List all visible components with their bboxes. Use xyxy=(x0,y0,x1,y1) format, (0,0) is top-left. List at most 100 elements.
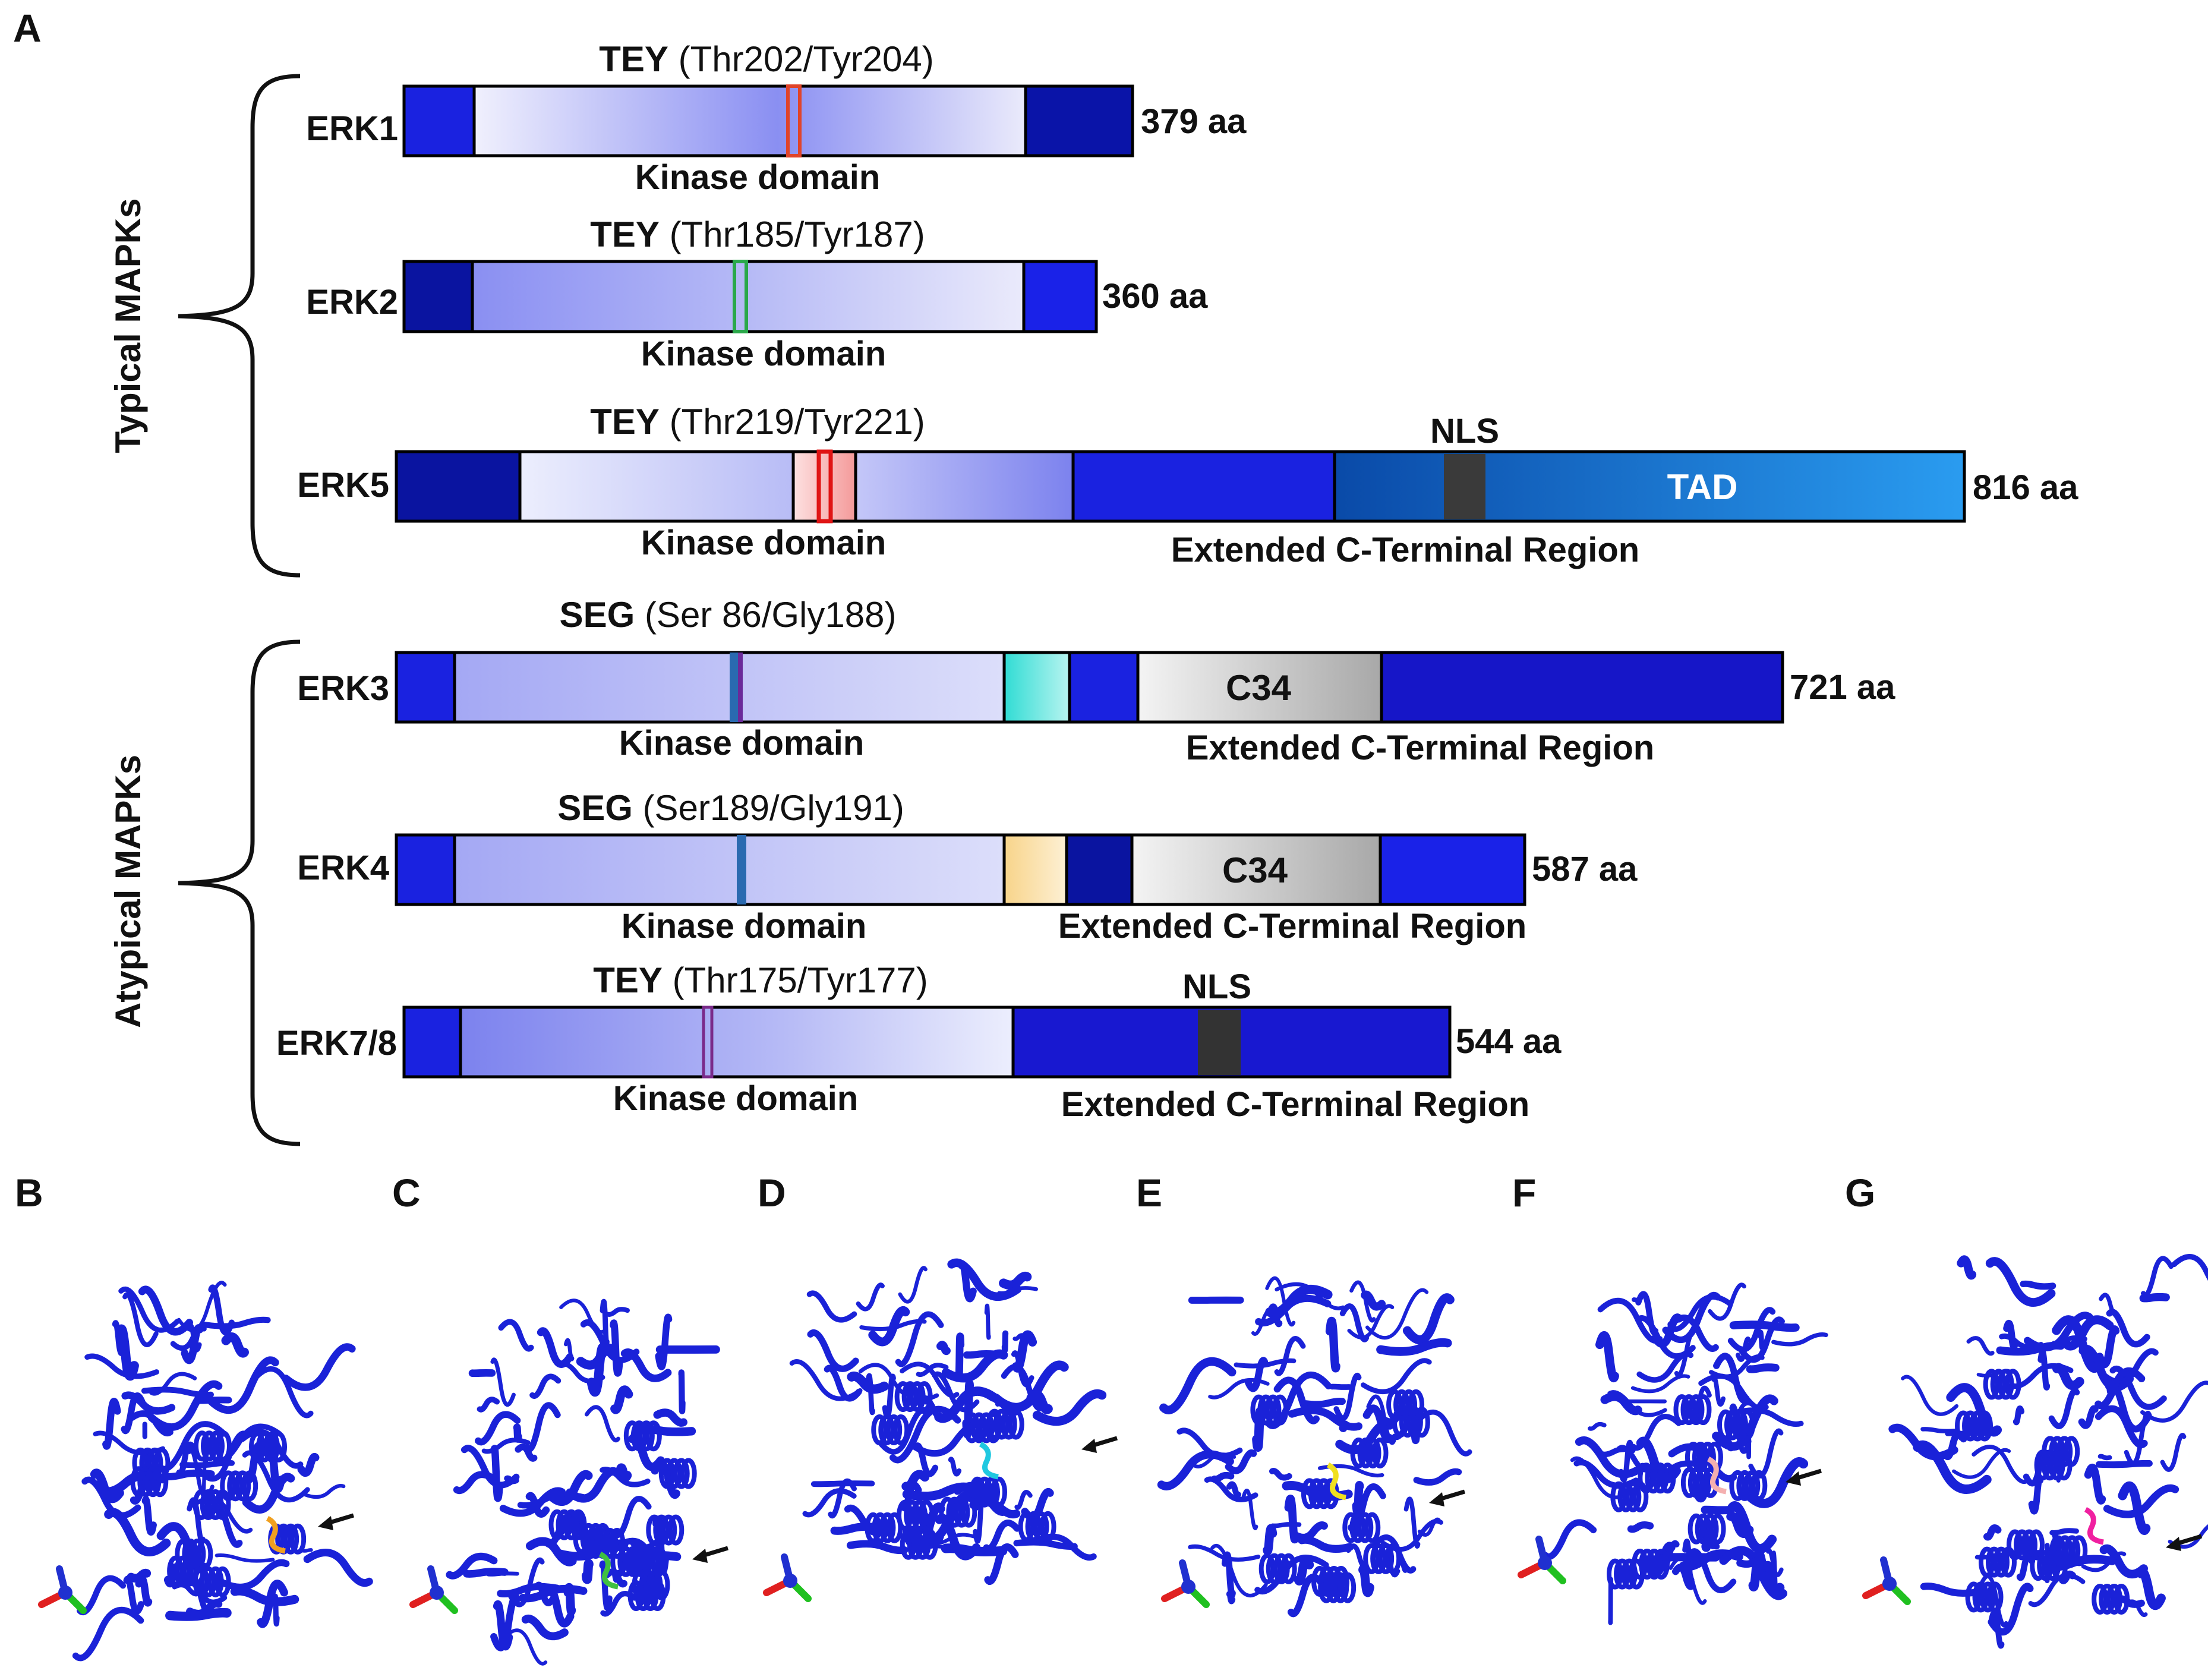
activation-loop-highlight xyxy=(266,1515,286,1554)
erk5-kinase-label: Kinase domain xyxy=(641,524,887,562)
erk78-length: 544 aa xyxy=(1456,1022,1562,1061)
axis-icon xyxy=(1518,1536,1566,1584)
erk2-motif: TEY (Thr185/Tyr187) xyxy=(590,215,925,254)
erk2-nterm xyxy=(402,260,474,333)
erk5-phospho-site xyxy=(816,449,833,524)
panel-label-c: C xyxy=(392,1171,421,1215)
erk3-domain-map: ERK3 SEG (Ser 86/Gly188) C34 721 aa Kina… xyxy=(297,595,1895,767)
panel-label-e: E xyxy=(1136,1171,1162,1215)
erk5-tad-label: TAD xyxy=(1667,467,1738,507)
erk78-name: ERK7/8 xyxy=(276,1024,397,1063)
arrow-icon xyxy=(1081,1436,1118,1453)
erk1-motif: TEY (Thr202/Tyr204) xyxy=(599,39,934,79)
erk1-nterm xyxy=(402,84,476,157)
erk4-c34 xyxy=(1130,833,1382,906)
erk78-kinase-domain xyxy=(459,1006,1015,1079)
erk3-length: 721 aa xyxy=(1790,668,1895,707)
erk78-domain-map: ERK7/8 TEY (Thr175/Tyr177) NLS 544 aa Ki… xyxy=(276,960,1562,1124)
erk1-phospho-site xyxy=(786,84,802,157)
erk4-motif: SEG (Ser189/Gly191) xyxy=(557,788,904,828)
panel-label-g: G xyxy=(1845,1171,1875,1215)
erk3-c34 xyxy=(1136,651,1383,724)
atypical-group-label: Atypical MAPKs xyxy=(108,755,148,1028)
panel-label-b: B xyxy=(15,1171,43,1215)
erk1-kinase-domain xyxy=(472,84,1027,157)
erk5-tad xyxy=(1333,450,1966,523)
erk4-phospho-site xyxy=(737,835,746,904)
ribbon-structure-icon xyxy=(446,1298,720,1666)
erk4-cterm xyxy=(1379,833,1526,906)
erk3-kinase-label: Kinase domain xyxy=(619,724,865,762)
axis-icon xyxy=(38,1565,87,1614)
arrow-icon xyxy=(692,1546,729,1563)
axis-icon xyxy=(1862,1556,1911,1605)
arrow-icon xyxy=(1429,1489,1466,1506)
erk5-activation-loop xyxy=(791,450,857,523)
erk1-length: 379 aa xyxy=(1141,102,1247,141)
arrow-icon xyxy=(1786,1468,1822,1486)
erk4-kinase-domain xyxy=(453,833,1006,906)
erk78-nls xyxy=(1198,1010,1241,1075)
erk5-kinase-part2 xyxy=(854,450,1075,523)
erk3-phospho-site-b xyxy=(738,653,743,722)
erk3-c34-label: C34 xyxy=(1226,668,1292,708)
erk5-cterm-region xyxy=(1071,450,1336,523)
erk5-nterm xyxy=(395,450,522,523)
erk3-cterm xyxy=(1380,651,1784,724)
activation-loop-highlight xyxy=(1326,1462,1346,1501)
erk3-region-label: Extended C-Terminal Region xyxy=(1186,729,1654,767)
erk1-cterm xyxy=(1024,84,1134,157)
erk5-kinase-part1 xyxy=(518,450,795,523)
erk4-name: ERK4 xyxy=(297,849,389,887)
erk2-kinase-label: Kinase domain xyxy=(641,335,887,373)
ribbon-structure-icon xyxy=(1888,1254,2208,1649)
erk2-cterm xyxy=(1022,260,1098,333)
atypical-brace xyxy=(178,639,301,1146)
erk4-nterm xyxy=(395,833,456,906)
erk5-region-label: Extended C-Terminal Region xyxy=(1171,531,1639,569)
erk4-domain-map: ERK4 SEG (Ser189/Gly191) C34 587 aa Kina… xyxy=(297,788,1638,945)
erk5-motif: TEY (Thr219/Tyr221) xyxy=(590,402,925,442)
arrow-icon xyxy=(2166,1534,2203,1551)
erk2-length: 360 aa xyxy=(1102,277,1208,316)
axis-icon xyxy=(1161,1559,1210,1608)
activation-loop-highlight xyxy=(979,1441,999,1480)
ribbon-structure-icon xyxy=(1542,1282,1828,1625)
erk4-region-label: Extended C-Terminal Region xyxy=(1058,907,1526,945)
erk1-domain-map: ERK1 TEY (Thr202/Tyr204) 379 aa Kinase d… xyxy=(306,39,1247,197)
panel-label-d: D xyxy=(758,1171,786,1215)
activation-loop-highlight xyxy=(2084,1506,2104,1545)
erk2-name: ERK2 xyxy=(306,283,398,321)
erk4-kinase-label: Kinase domain xyxy=(622,907,867,945)
erk78-nls-label: NLS xyxy=(1182,967,1251,1006)
erk4-insert-box xyxy=(1002,833,1068,906)
erk3-nterm xyxy=(395,651,456,724)
ribbon-structure-icon xyxy=(1157,1276,1472,1618)
erk1-name: ERK1 xyxy=(306,109,398,148)
ribbon-structure-icon xyxy=(72,1281,373,1662)
erk5-length: 816 aa xyxy=(1973,468,2078,507)
erk78-region-label: Extended C-Terminal Region xyxy=(1061,1085,1529,1124)
panel-label-a: A xyxy=(13,6,42,50)
erk3-linker xyxy=(1068,651,1140,724)
erk3-motif: SEG (Ser 86/Gly188) xyxy=(560,595,897,635)
erk5-domain-map: ERK5 TEY (Thr219/Tyr221) NLS TAD 816 aa … xyxy=(297,402,2078,569)
activation-loop-highlight xyxy=(598,1551,619,1590)
axis-icon xyxy=(409,1565,458,1614)
erk3-name: ERK3 xyxy=(297,669,389,708)
erk78-phospho-site xyxy=(702,1006,714,1079)
erk78-kinase-label: Kinase domain xyxy=(613,1079,859,1118)
erk5-nls xyxy=(1444,454,1485,519)
typical-group-label: Typical MAPKs xyxy=(108,198,148,453)
erk2-domain-map: ERK2 TEY (Thr185/Tyr187) 360 aa Kinase d… xyxy=(306,215,1208,373)
erk4-c34-label: C34 xyxy=(1222,850,1288,890)
panel-label-f: F xyxy=(1512,1171,1536,1215)
structure-panels xyxy=(38,1254,2208,1666)
erk3-kinase-domain xyxy=(453,651,1006,724)
erk2-phospho-site xyxy=(733,260,748,333)
erk4-linker xyxy=(1065,833,1134,906)
activation-loop-highlight xyxy=(1707,1456,1727,1495)
erk4-length: 587 aa xyxy=(1532,850,1638,888)
axis-icon xyxy=(763,1553,812,1602)
